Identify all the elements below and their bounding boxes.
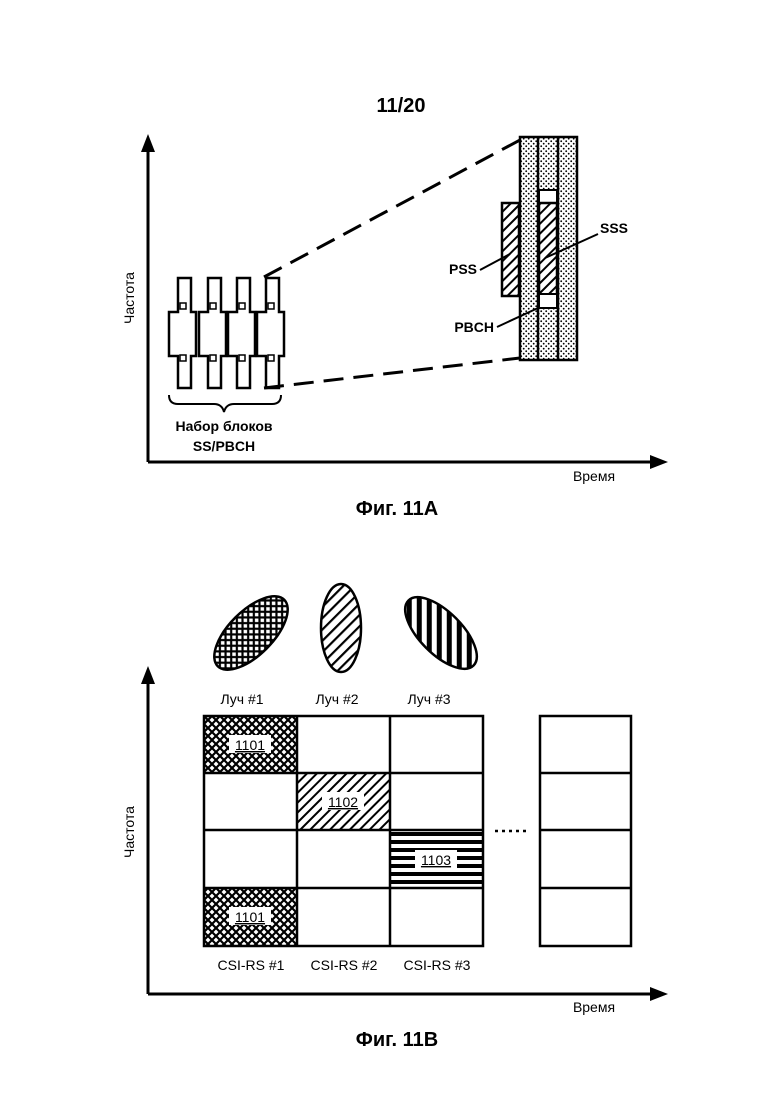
cell-label: 1101 bbox=[235, 909, 265, 925]
zoom-lines bbox=[264, 140, 520, 388]
sheet-number: 11/20 bbox=[377, 95, 426, 117]
csi-rs-grid: 1101 1102 1103 1101 bbox=[204, 716, 483, 946]
trailing-column bbox=[540, 716, 631, 946]
column-label: CSI-RS #3 bbox=[404, 957, 471, 973]
pss-region bbox=[502, 203, 519, 296]
beam-3-label: Луч #3 bbox=[407, 691, 450, 707]
sss-gap-bottom bbox=[539, 294, 557, 308]
ss-pbch-block bbox=[169, 278, 196, 388]
sss-label: SSS bbox=[600, 220, 628, 236]
fig-b-y-axis-label: Частота bbox=[121, 806, 137, 858]
beam-1-label: Луч #1 bbox=[220, 691, 263, 707]
fig-a-y-axis-label: Частота bbox=[121, 272, 137, 324]
beam-1-lobe bbox=[202, 584, 300, 682]
block-set-brace bbox=[169, 395, 281, 412]
fig-a-y-arrowhead bbox=[141, 134, 155, 152]
ss-pbch-block bbox=[199, 278, 226, 388]
pbch-label: PBCH bbox=[454, 319, 494, 335]
cell-label: 1102 bbox=[328, 794, 358, 810]
figure-11b: Луч #1 Луч #2 Луч #3 Частота Время bbox=[121, 584, 668, 1015]
cell-label: 1101 bbox=[235, 737, 265, 753]
ss-pbch-block bbox=[228, 278, 255, 388]
beam-2-label: Луч #2 bbox=[315, 691, 358, 707]
ss-pbch-block bbox=[257, 278, 284, 388]
block-set-label-line2: SS/PBCH bbox=[193, 438, 255, 454]
column-label: CSI-RS #1 bbox=[218, 957, 285, 973]
sss-region bbox=[539, 203, 557, 295]
fig-b-x-axis-label: Время bbox=[573, 999, 615, 1015]
fig-a-x-axis-label: Время bbox=[573, 468, 615, 484]
beams: Луч #1 Луч #2 Луч #3 bbox=[202, 584, 488, 707]
fig-a-x-arrowhead bbox=[650, 455, 668, 469]
ss-pbch-block-set bbox=[169, 278, 284, 388]
pss-label: PSS bbox=[449, 261, 477, 277]
figure-11a: Частота Время Набор блоков SS/PBCH bbox=[121, 134, 668, 484]
column-label: CSI-RS #2 bbox=[311, 957, 378, 973]
fig-b-x-arrowhead bbox=[650, 987, 668, 1001]
beam-3-lobe bbox=[394, 586, 489, 681]
block-set-label-line1: Набор блоков bbox=[175, 418, 272, 434]
beam-2-lobe bbox=[321, 584, 361, 672]
fig-a-caption: Фиг. 11A bbox=[356, 498, 438, 520]
fig-b-y-arrowhead bbox=[141, 666, 155, 684]
cell-label: 1103 bbox=[421, 852, 451, 868]
fig-b-caption: Фиг. 11B bbox=[356, 1029, 438, 1051]
